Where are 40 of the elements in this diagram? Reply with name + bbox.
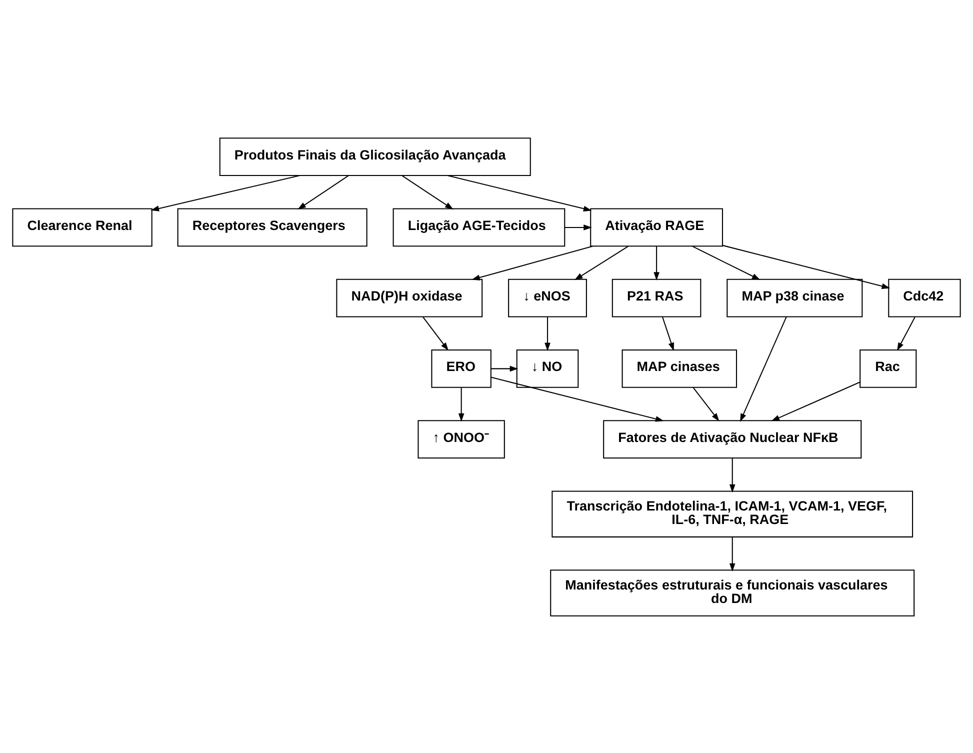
node-box: Clearence Renal — [12, 208, 152, 246]
arrow — [574, 245, 628, 280]
node-box: NAD(P)H oxidase — [336, 278, 483, 317]
node-box: ↑ ONOO⁻ — [418, 420, 505, 458]
arrow — [490, 376, 664, 422]
arrow — [564, 224, 592, 230]
arrow — [662, 316, 674, 351]
arrow — [771, 381, 860, 421]
arrow — [448, 174, 592, 212]
node-box: ERO — [431, 348, 492, 388]
node-box: MAP p38 cinase — [726, 278, 863, 317]
node-box: MAP cinases — [622, 348, 738, 388]
arrow — [692, 245, 760, 280]
arrow — [722, 244, 890, 288]
arrow — [729, 536, 736, 572]
arrow — [298, 174, 349, 210]
node-box: Fatores de Ativação Nuclear NFκB — [603, 420, 862, 458]
arrow — [458, 387, 464, 422]
node-box: Receptores Scavengers — [177, 208, 368, 246]
arrow — [150, 174, 300, 211]
node-box: Transcrição Endotelina-1, ICAM-1, VCAM-1, VEGF, IL-6, TNF-α, RAGE — [552, 490, 914, 537]
arrow — [490, 365, 518, 372]
arrow — [654, 246, 660, 280]
arrow — [544, 316, 550, 351]
arrow — [740, 316, 787, 422]
arrow — [422, 316, 449, 350]
node-box: Cdc42 — [888, 278, 961, 317]
node-box: Ligação AGE-Tecidos — [392, 208, 566, 246]
arrow — [402, 174, 454, 210]
node-box: Produtos Finais da Glicosilação Avançada — [219, 137, 531, 176]
node-box: P21 RAS — [612, 278, 702, 317]
node-box: Manifestações estruturais e funcionais vasculares do DM — [550, 569, 915, 616]
arrow — [729, 458, 736, 492]
arrow — [897, 316, 916, 350]
arrow — [472, 245, 593, 280]
arrow — [692, 386, 720, 421]
node-box: Ativação RAGE — [590, 208, 723, 246]
node-box: ↓ NO — [516, 348, 579, 388]
node-box: ↓ eNOS — [508, 278, 587, 317]
node-box: Rac — [860, 348, 917, 388]
